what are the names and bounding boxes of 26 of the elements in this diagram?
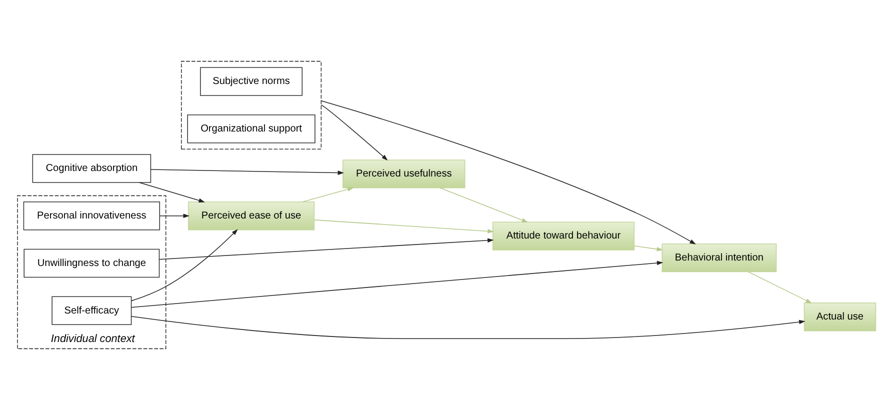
- arrow: [130, 260, 664, 308]
- node-box: Perceived ease of use: [188, 202, 315, 230]
- arrow: [158, 238, 494, 260]
- arrow: [320, 104, 388, 160]
- node-box: Personal innovativeness: [23, 202, 160, 230]
- arrow: [314, 220, 494, 234]
- arrow: [320, 100, 696, 244]
- node-box: Organizational support: [187, 114, 316, 144]
- node-box: Behavioral intention: [662, 243, 777, 272]
- node-box: Unwillingness to change: [24, 248, 160, 278]
- arrow: [634, 246, 664, 252]
- node-box: Attitude toward behaviour: [492, 222, 635, 250]
- arrow: [130, 316, 806, 339]
- arrow: [159, 214, 190, 218]
- arrow: [130, 229, 238, 302]
- node-box: Perceived usefulness: [342, 160, 466, 188]
- arrow: [302, 187, 354, 202]
- node-box: Cognitive absorption: [32, 154, 152, 183]
- node-box: Self-efficacy: [52, 296, 132, 325]
- arrow: [748, 271, 812, 304]
- cluster: [181, 60, 322, 150]
- arrow: [150, 169, 344, 175]
- arrow: [440, 188, 528, 222]
- node-box: Actual use: [804, 302, 876, 332]
- arrow: [138, 182, 205, 203]
- node-box: Subjective norms: [200, 67, 303, 96]
